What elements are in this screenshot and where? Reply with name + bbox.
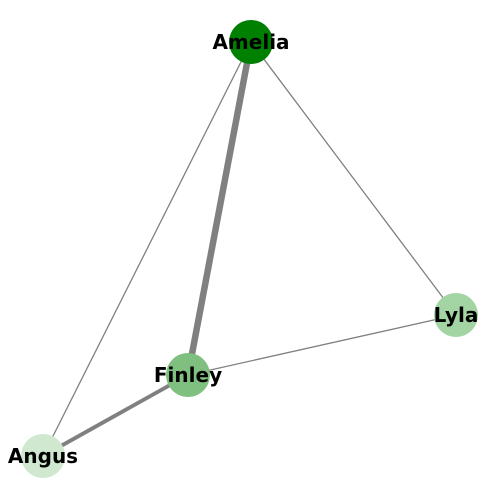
edges-layer bbox=[42, 41, 457, 458]
node-angus bbox=[21, 434, 65, 478]
edge-finley-lyla bbox=[187, 314, 457, 376]
node-amelia bbox=[229, 20, 273, 64]
node-lyla bbox=[434, 293, 478, 337]
edge-amelia-lyla bbox=[250, 41, 457, 316]
node-label-finley: Finley bbox=[154, 363, 222, 387]
node-label-angus: Angus bbox=[8, 444, 78, 468]
node-finley bbox=[166, 353, 210, 397]
edge-finley-angus bbox=[42, 373, 189, 458]
edge-amelia-angus bbox=[42, 41, 252, 457]
node-label-lyla: Lyla bbox=[434, 303, 479, 327]
edge-amelia-finley bbox=[184, 41, 255, 376]
node-label-amelia: Amelia bbox=[212, 30, 289, 54]
nodes-layer bbox=[21, 20, 478, 478]
